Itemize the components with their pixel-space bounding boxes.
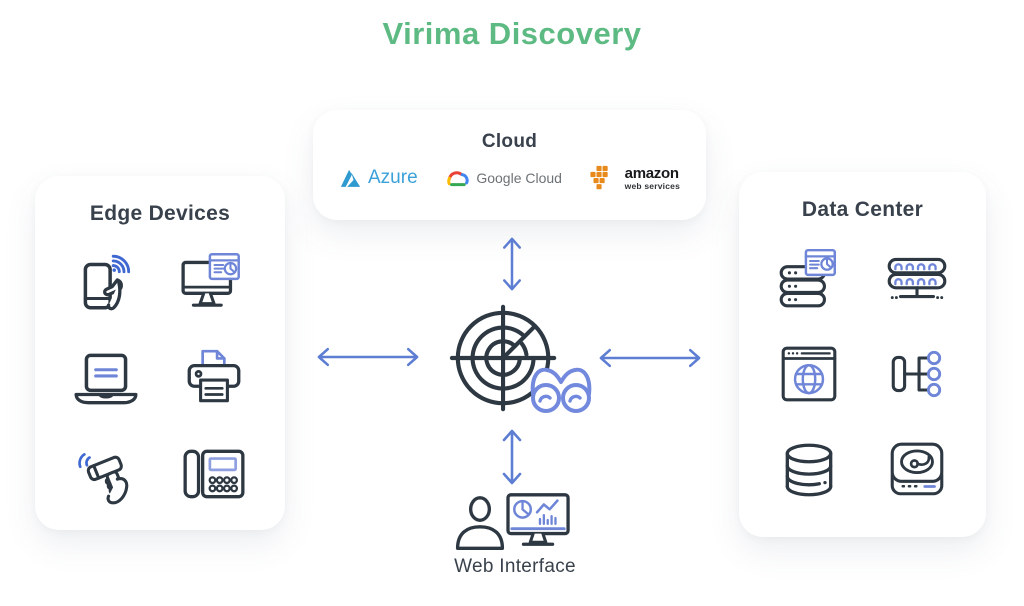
edge-devices-icon-grid xyxy=(35,244,285,512)
server-stack-dashboard-icon xyxy=(772,240,846,316)
google-cloud-logo-icon xyxy=(447,171,469,187)
edge-devices-title: Edge Devices xyxy=(89,202,231,225)
edge-devices-card: Edge Devices xyxy=(35,176,285,530)
data-center-card: Data Center xyxy=(739,172,986,537)
storage-drive-icon xyxy=(880,432,954,508)
barcode-scanner-icon xyxy=(69,436,143,512)
monitor-analytics-icon xyxy=(506,493,570,546)
arrow-left-right-edge xyxy=(317,347,419,367)
laptop-icon xyxy=(69,340,143,416)
smartphone-wifi-icon xyxy=(69,244,143,320)
arrow-left-right-data xyxy=(599,348,701,368)
desktop-dashboard-icon xyxy=(177,244,251,320)
person-icon xyxy=(455,496,505,550)
aws-wordmark: amazon web services xyxy=(625,166,680,191)
printer-icon xyxy=(177,340,251,416)
page-title: Virima Discovery xyxy=(382,16,642,51)
data-center-title: Data Center xyxy=(801,198,924,221)
aws-sublabel: web services xyxy=(624,180,680,191)
network-hub-icon xyxy=(880,336,954,412)
provider-google-cloud: Google Cloud xyxy=(444,168,562,188)
aws-label: amazon xyxy=(624,164,679,182)
web-interface-label: Web Interface xyxy=(454,556,576,577)
aws-logo-icon xyxy=(590,165,608,190)
desk-phone-icon xyxy=(177,436,251,512)
browser-globe-icon xyxy=(772,336,846,412)
cloud-title: Cloud xyxy=(481,131,538,152)
cloud-providers-row: Azure Google Cloud xyxy=(313,153,706,191)
radar-discovery-icon xyxy=(449,304,557,412)
azure-logo-icon xyxy=(340,169,361,187)
database-icon xyxy=(772,432,846,508)
google-cloud-label: Google Cloud xyxy=(476,170,562,186)
cloud-card: Cloud Azure Google Cloud xyxy=(313,110,706,220)
server-rack-network-icon xyxy=(880,240,954,316)
arrow-up-down-cloud xyxy=(503,237,521,291)
data-center-icon-grid xyxy=(739,240,986,508)
binoculars-icon xyxy=(530,367,592,413)
arrow-up-down-web xyxy=(502,429,522,485)
provider-aws: amazon web services xyxy=(589,165,680,191)
azure-label: Azure xyxy=(368,167,418,188)
provider-azure: Azure xyxy=(339,167,418,189)
